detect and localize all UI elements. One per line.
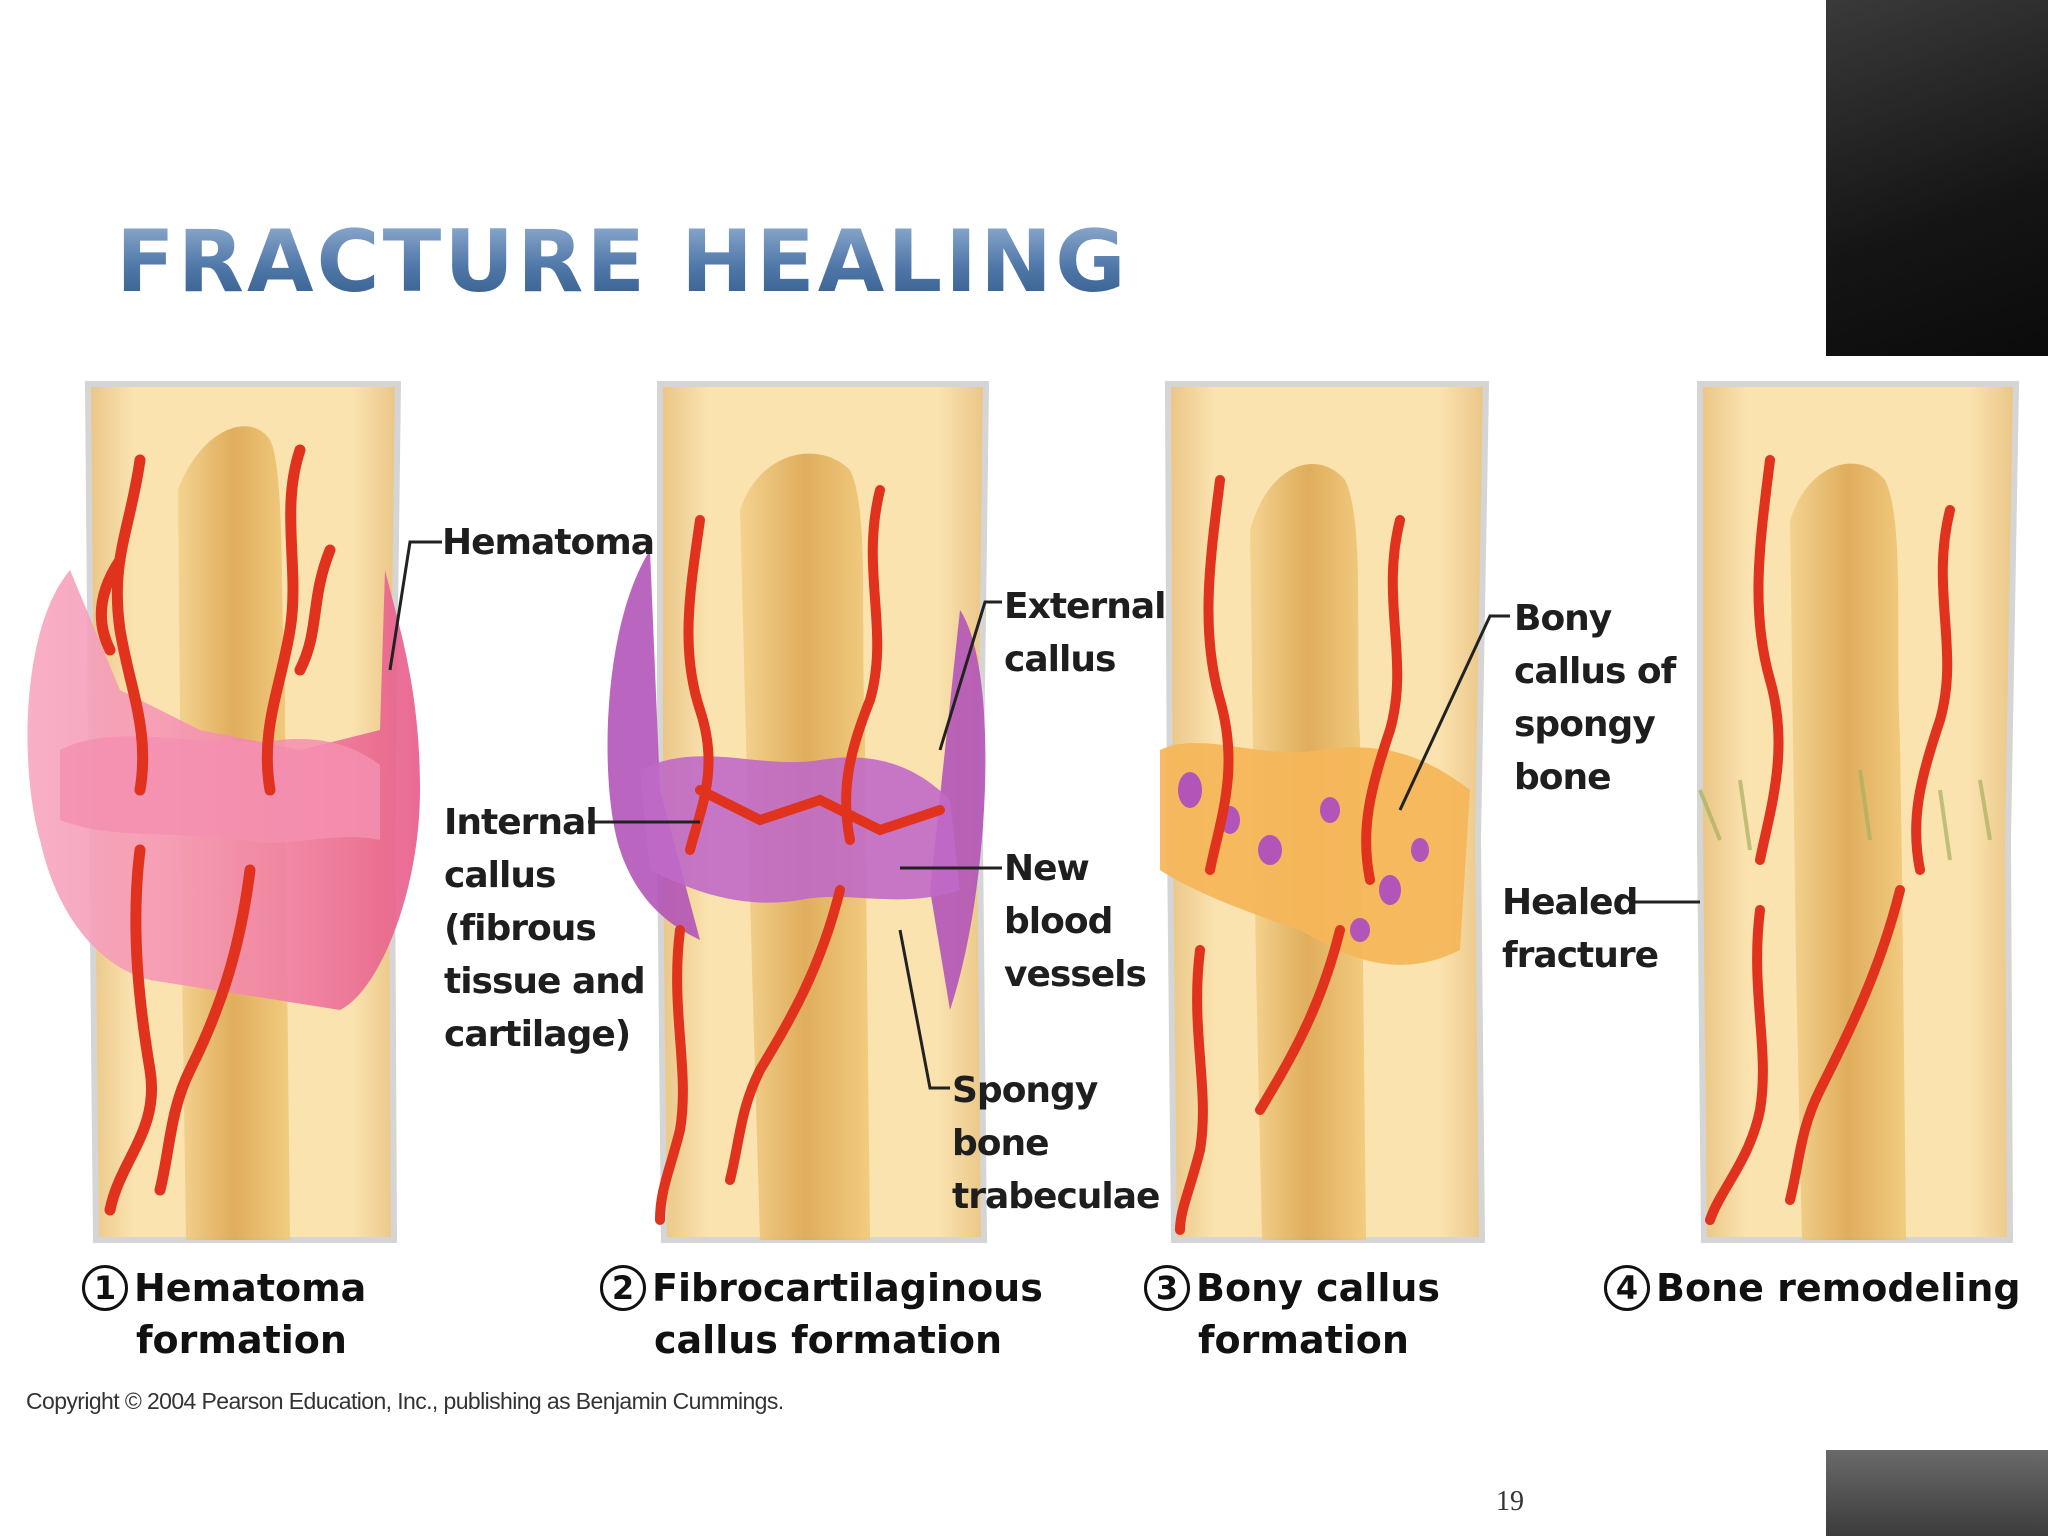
label-hematoma: Hematoma [442,522,655,563]
label-leader-lines [388,540,1700,1090]
stage-number-badge: 2 [600,1265,646,1311]
panel-bony-callus [1160,381,1490,1243]
label-internal-callus: Internal callus (fibrous tissue and cart… [444,802,646,1055]
page-number: 19 [1496,1486,1524,1517]
label-spongy-bone-trabeculae: Spongy bone trabeculae [952,1070,1160,1217]
label-external-callus: External callus [1004,586,1166,680]
external-callus [607,550,986,1010]
stage-number-badge: 3 [1144,1265,1190,1311]
slide-corner-decoration-bottom [1826,1450,2048,1536]
label-new-blood-vessels: New blood vessels [1004,848,1147,995]
bony-callus [1160,742,1470,965]
stage-number-badge: 4 [1604,1265,1650,1311]
slide-corner-decoration-top [1826,0,2048,356]
panel-hematoma-formation [27,381,420,1243]
blood-vessels [655,485,945,1225]
leader-bony-callus [1398,614,1510,811]
panel-bone-remodeling [1697,381,2020,1243]
marrow-cavity [1790,463,1906,1240]
blood-vessels [1705,455,1955,1225]
stage-number-badge: 1 [82,1265,128,1311]
leader-hematoma [388,540,442,671]
blood-vessels [95,444,336,1216]
hematoma-band [60,736,380,843]
leader-spongy-bone [898,929,950,1090]
label-healed-fracture: Healed fracture [1502,882,1659,976]
leader-external-callus [938,600,1002,751]
healed-fracture-zone [1698,769,1992,861]
panel-fibrocartilaginous-callus [607,381,990,1243]
fracture-healing-diagram [27,381,2020,1243]
label-bony-callus: Bony callus of spongy bone [1514,598,1676,798]
internal-callus [640,756,960,903]
blood-vessels [1175,475,1405,1235]
copyright-notice: Copyright © 2004 Pearson Education, Inc.… [26,1388,784,1414]
slide-title: FRACTURE HEALING [116,212,1129,312]
